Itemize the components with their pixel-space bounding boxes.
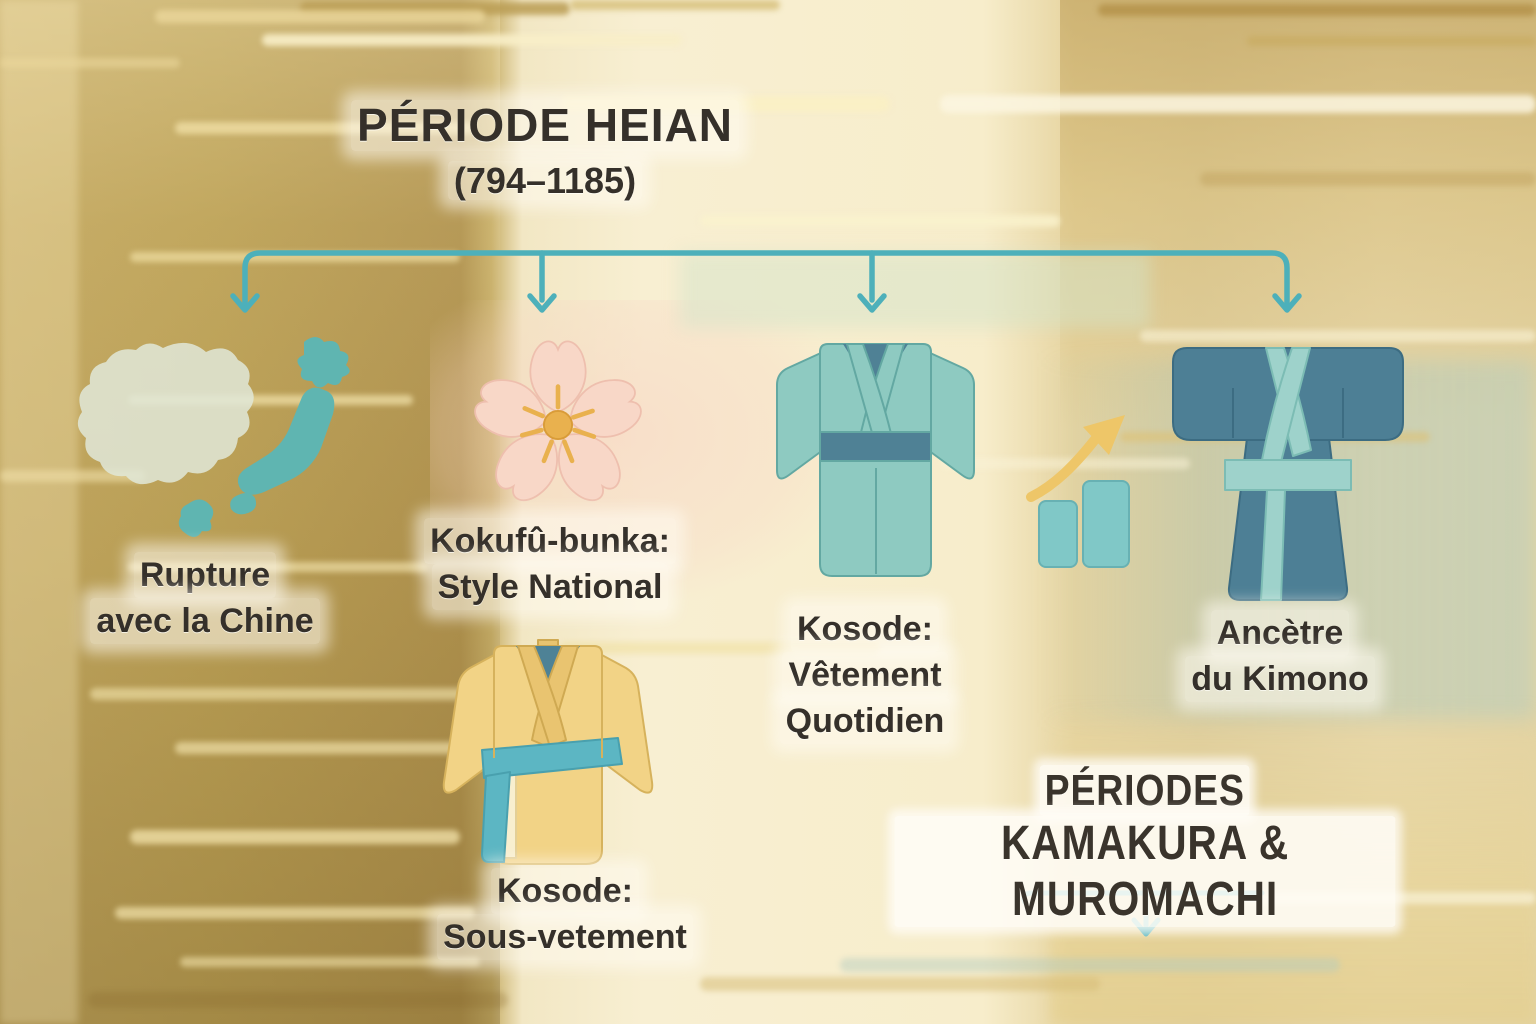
streak (0, 58, 180, 68)
streak (90, 688, 470, 700)
background-green-band (680, 252, 1150, 328)
streak (940, 95, 1536, 113)
streak (130, 830, 460, 844)
streak (180, 957, 480, 967)
streak (115, 907, 475, 919)
streak (175, 742, 505, 754)
up-arrow (1026, 415, 1125, 502)
title-text: PÉRIODE HEIAN (351, 100, 739, 151)
kimono-teal-icon (763, 328, 988, 590)
streak (130, 252, 460, 262)
streak (700, 215, 1060, 227)
streak (155, 10, 485, 23)
kimono-dark-icon (1163, 328, 1413, 613)
streak (1200, 172, 1536, 186)
streak (1140, 330, 1536, 342)
streak (262, 34, 682, 46)
section-title-kamakura-muromachi: PÉRIODES KAMAKURA & MUROMACHI (850, 765, 1440, 928)
label-kosode-quotidien: Kosode: Vêtement Quotidien (735, 606, 995, 744)
streak (840, 958, 1340, 972)
bar-chart-bars (1038, 480, 1130, 568)
label-rupture-chine: Rupture avec la Chine (45, 552, 365, 644)
label-kosode-sous-vetement: Kosode: Sous-vetement (390, 868, 740, 960)
blossom-stamens (519, 384, 597, 464)
streak (700, 977, 1100, 991)
label-ancetre-kimono: Ancètre du Kimono (1120, 610, 1440, 702)
china-japan-map-icon (68, 328, 380, 546)
streak (1247, 36, 1536, 46)
streak (88, 992, 508, 1008)
china-map-shape (77, 342, 254, 485)
kimono-yellow-icon (432, 632, 664, 877)
growth-arrow-icon (1025, 405, 1160, 575)
title-dates: (794–1185) (447, 160, 643, 201)
streak (570, 0, 780, 10)
blossom-center (542, 409, 574, 441)
streak (1098, 4, 1536, 16)
background-left-strip (0, 0, 78, 1024)
cherry-blossom-icon (452, 328, 664, 518)
streak (128, 562, 428, 572)
streak (940, 458, 1190, 469)
label-kokufu-bunka: Kokufû-bunka: Style National (385, 518, 715, 610)
section-title-heian: PÉRIODE HEIAN (794–1185) (295, 100, 795, 201)
streak (128, 395, 413, 405)
japan-map-shape (178, 337, 350, 538)
blossom-petals (474, 340, 642, 502)
